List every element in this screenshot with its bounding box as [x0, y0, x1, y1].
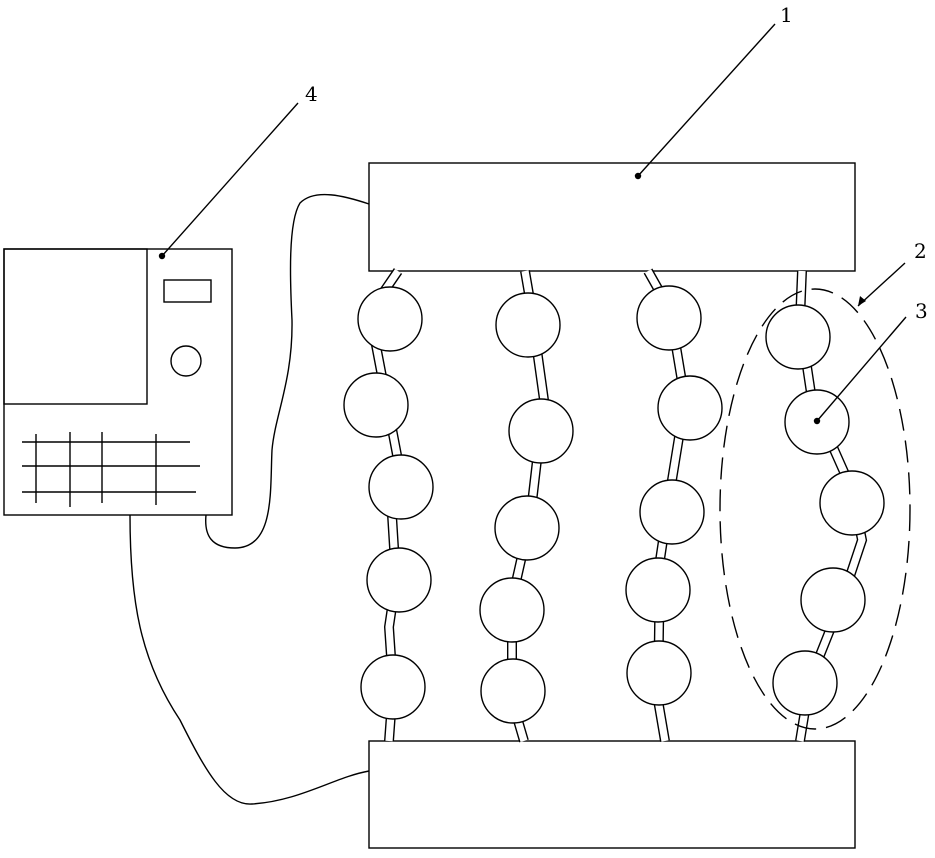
- bead: [344, 373, 408, 437]
- bead: [820, 471, 884, 535]
- bead-chain-4: [766, 271, 884, 741]
- bead: [801, 568, 865, 632]
- bead-chain-2: [480, 271, 573, 741]
- bead: [626, 558, 690, 622]
- bead: [637, 286, 701, 350]
- bead-chain-3: [626, 271, 722, 741]
- bead: [495, 496, 559, 560]
- bead: [766, 305, 830, 369]
- controller-screen: [4, 249, 147, 404]
- controller-grid-panel: [22, 432, 200, 507]
- bead: [361, 655, 425, 719]
- bead: [367, 548, 431, 612]
- bead: [481, 659, 545, 723]
- bead: [358, 287, 422, 351]
- label-1: 1: [780, 3, 793, 27]
- label-3: 3: [915, 299, 928, 323]
- controller-unit: [4, 249, 232, 515]
- leader-dot-3: [814, 418, 820, 424]
- leader-line-4: [162, 103, 298, 256]
- leader-line-2: [858, 263, 905, 306]
- bead: [496, 293, 560, 357]
- bead: [773, 651, 837, 715]
- cable-to-top-plate: [206, 195, 369, 548]
- bead: [369, 455, 433, 519]
- bead: [509, 399, 573, 463]
- bead: [658, 376, 722, 440]
- bottom-plate: [369, 741, 855, 848]
- bead-chain-1: [344, 271, 433, 741]
- bead: [640, 480, 704, 544]
- controller-knob: [171, 346, 201, 376]
- leader-arrow-2: [858, 296, 866, 306]
- leader-dot-4: [159, 253, 165, 259]
- controller-housing: [4, 249, 232, 515]
- controller-display-window: [164, 280, 211, 302]
- bead: [627, 641, 691, 705]
- top-plate: [369, 163, 855, 271]
- label-4: 4: [305, 82, 318, 106]
- leader-dot-1: [635, 173, 641, 179]
- bead: [480, 578, 544, 642]
- cable-to-bottom-plate: [130, 515, 369, 804]
- leader-line-1: [638, 24, 775, 176]
- label-2: 2: [914, 239, 927, 263]
